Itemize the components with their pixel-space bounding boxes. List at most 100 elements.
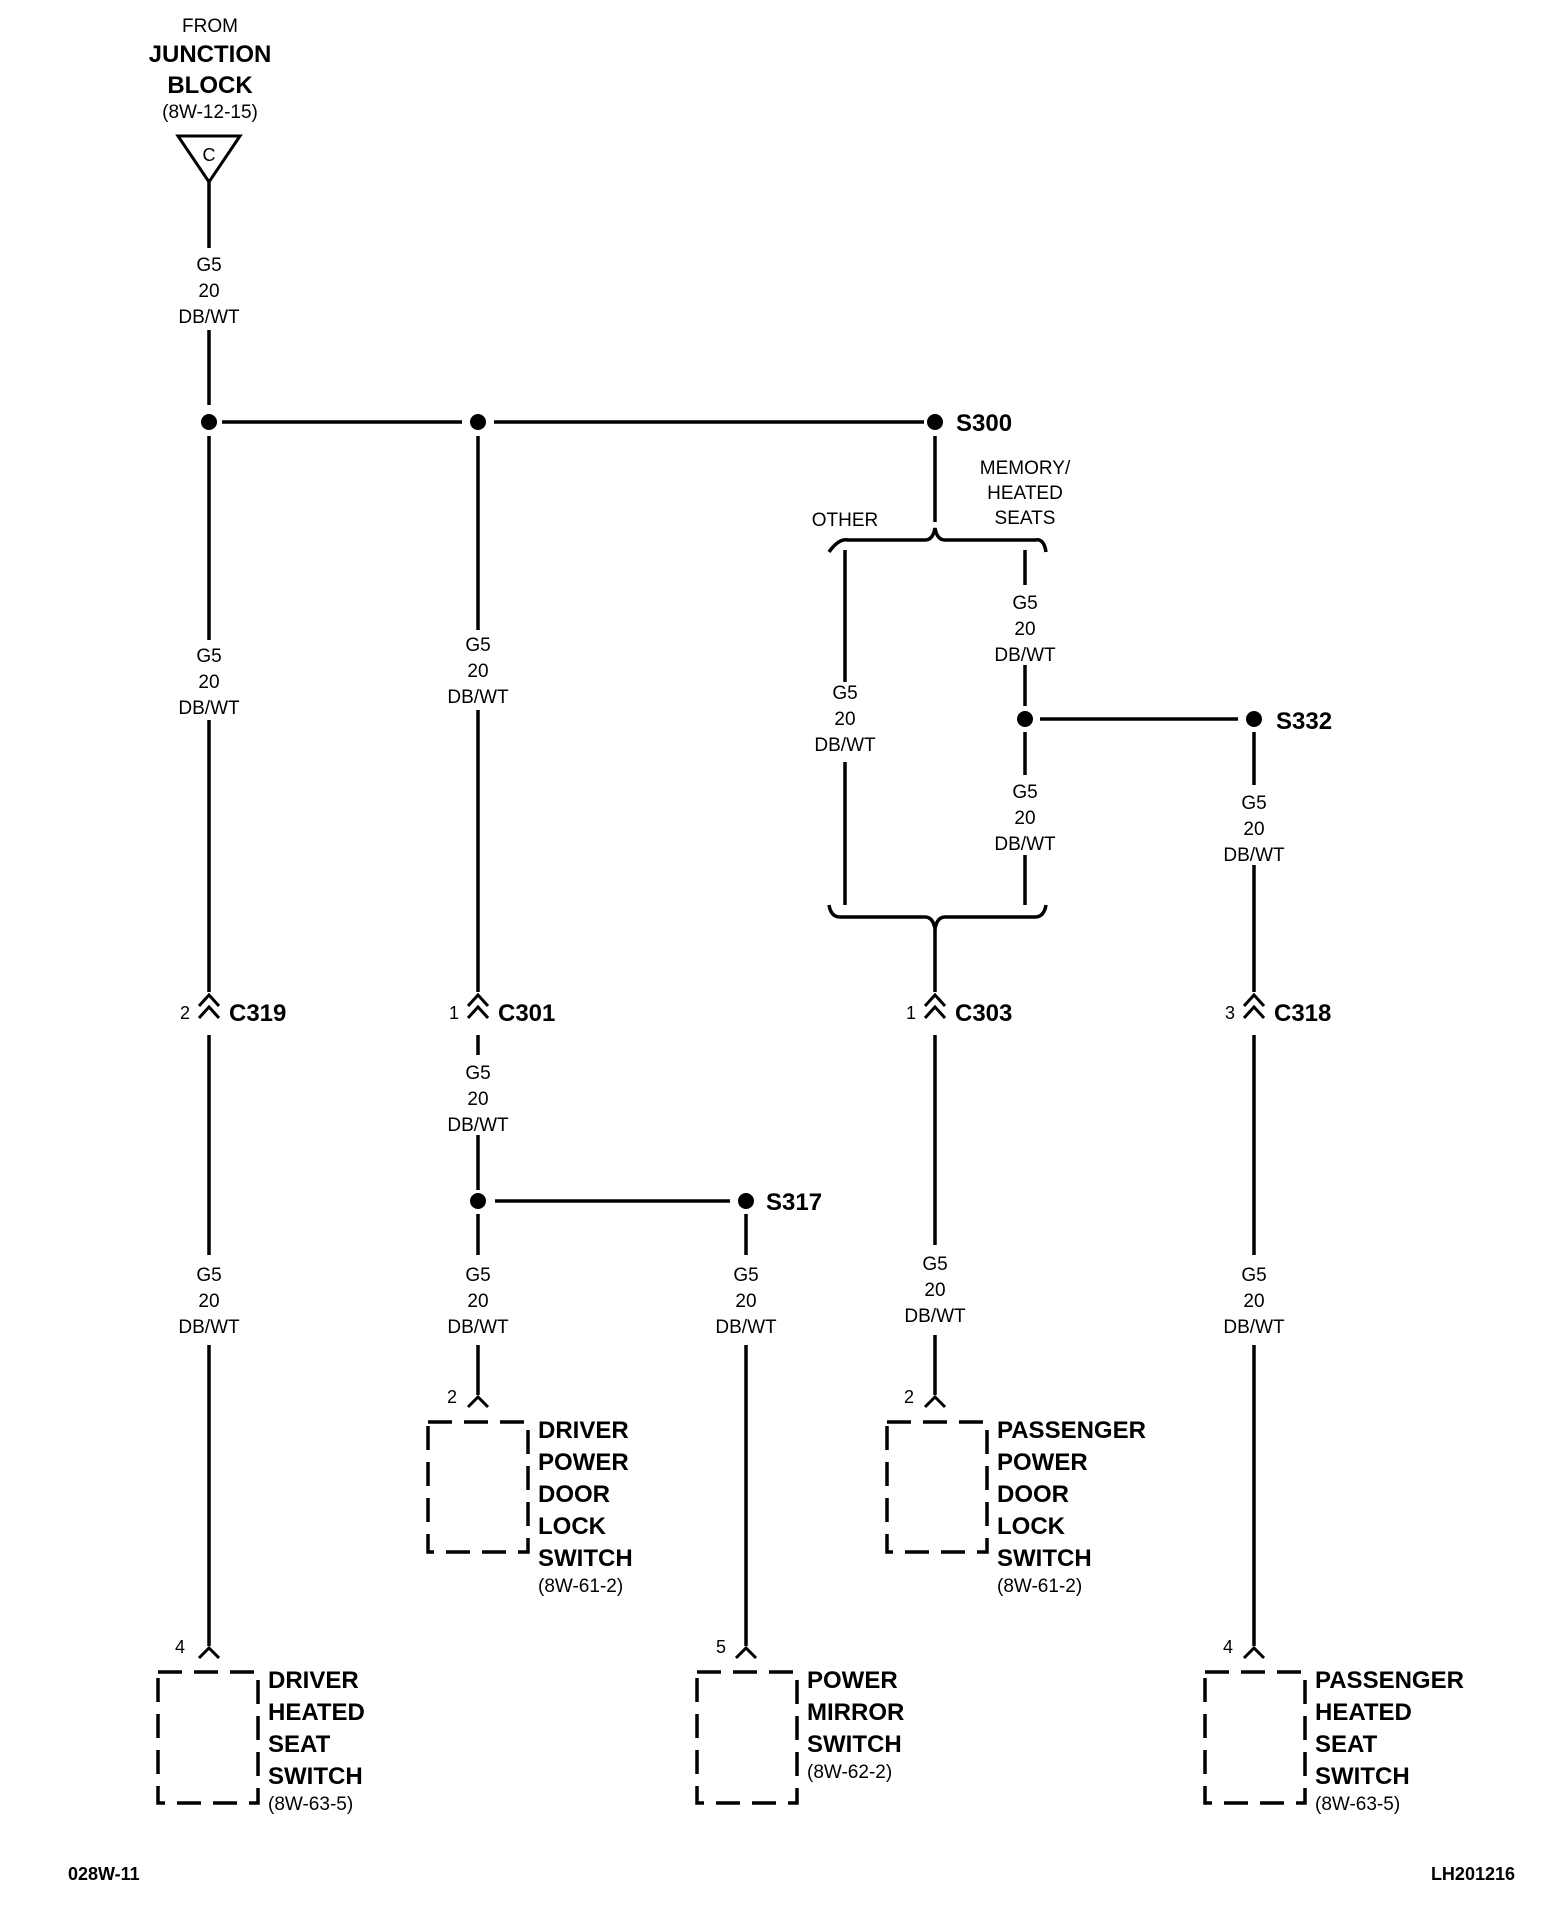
- svg-text:DB/WT: DB/WT: [814, 735, 876, 756]
- component-driver-heated-seat-switch: 4 DRIVER HEATED SEAT SWITCH (8W-63-5): [156, 1637, 365, 1815]
- svg-text:20: 20: [198, 281, 219, 302]
- svg-text:G5: G5: [465, 1063, 490, 1084]
- svg-text:20: 20: [198, 1291, 219, 1312]
- component-label-line: POWER: [807, 1667, 898, 1694]
- terminal-chevron-icon: [923, 1394, 947, 1409]
- component-driver-door-lock-switch: 2 DRIVER POWER DOOR LOCK SWITCH (8W-61-2…: [426, 1387, 633, 1597]
- component-ref: (8W-62-2): [807, 1762, 892, 1783]
- connector-label: C318: [1274, 1000, 1331, 1027]
- component-label-line: LOCK: [997, 1513, 1066, 1540]
- component-label-line: SWITCH: [1315, 1763, 1410, 1790]
- connector-chevron-icon: [923, 992, 947, 1020]
- source-ref: (8W-12-15): [162, 102, 258, 123]
- svg-text:20: 20: [1243, 819, 1264, 840]
- source-from: FROM: [182, 16, 238, 37]
- component-label-line: POWER: [538, 1449, 629, 1476]
- svg-text:20: 20: [924, 1280, 945, 1301]
- svg-text:20: 20: [735, 1291, 756, 1312]
- wire-label: G5 20 DB/WT: [1223, 793, 1285, 866]
- wire-label: G5 20 DB/WT: [447, 1063, 509, 1136]
- svg-text:G5: G5: [196, 255, 221, 276]
- wire-label: G5 20 DB/WT: [814, 683, 876, 756]
- component-label-line: SWITCH: [268, 1763, 363, 1790]
- svg-text:G5: G5: [832, 683, 857, 704]
- svg-text:DB/WT: DB/WT: [447, 1115, 509, 1136]
- footer-left-code: 028W-11: [68, 1864, 140, 1884]
- source-connector-symbol: [175, 134, 243, 185]
- svg-text:20: 20: [1014, 808, 1035, 829]
- component-passenger-heated-seat-switch: 4 PASSENGER HEATED SEAT SWITCH (8W-63-5): [1203, 1637, 1464, 1815]
- terminal-chevron-icon: [197, 1645, 221, 1660]
- connector-pin: 1: [906, 1003, 916, 1023]
- svg-text:DB/WT: DB/WT: [994, 834, 1056, 855]
- component-label-line: DOOR: [997, 1481, 1069, 1508]
- svg-text:G5: G5: [465, 635, 490, 656]
- svg-text:DB/WT: DB/WT: [178, 307, 240, 328]
- svg-text:20: 20: [1014, 619, 1035, 640]
- branch-label-memory-3: SEATS: [995, 508, 1056, 529]
- splice-dots: [201, 414, 1262, 1209]
- splice-dot-3: [1017, 711, 1033, 727]
- component-box: [885, 1420, 989, 1554]
- component-label-line: PASSENGER: [997, 1417, 1146, 1444]
- inline-connector-c301: 1 C301: [449, 992, 555, 1027]
- inline-connector-c319: 2 C319: [180, 992, 286, 1027]
- branch-label-other: OTHER: [812, 510, 879, 531]
- svg-text:G5: G5: [1241, 1265, 1266, 1286]
- inline-connector-c303: 1 C303: [906, 992, 1012, 1027]
- svg-text:DB/WT: DB/WT: [447, 687, 509, 708]
- component-label-line: SEAT: [268, 1731, 331, 1758]
- component-power-mirror-switch: 5 POWER MIRROR SWITCH (8W-62-2): [695, 1637, 904, 1805]
- branch-label-memory-2: HEATED: [987, 483, 1063, 504]
- svg-text:DB/WT: DB/WT: [1223, 845, 1285, 866]
- svg-text:DB/WT: DB/WT: [447, 1317, 509, 1338]
- wire-label: G5 20 DB/WT: [994, 782, 1056, 855]
- component-label-line: SEAT: [1315, 1731, 1378, 1758]
- component-pin: 2: [904, 1387, 914, 1407]
- wire-label: G5 20 DB/WT: [447, 635, 509, 708]
- svg-text:20: 20: [467, 661, 488, 682]
- component-pin: 4: [1223, 1637, 1233, 1657]
- wire-label: G5 20 DB/WT: [994, 593, 1056, 666]
- svg-text:G5: G5: [1012, 593, 1037, 614]
- svg-text:DB/WT: DB/WT: [178, 698, 240, 719]
- footer-right-code: LH201216: [1431, 1864, 1515, 1884]
- component-label-line: SWITCH: [997, 1545, 1092, 1572]
- svg-text:20: 20: [467, 1291, 488, 1312]
- component-box: [426, 1420, 530, 1554]
- source-connector-label: C: [203, 145, 216, 165]
- wires: [207, 182, 1256, 1646]
- svg-text:G5: G5: [465, 1265, 490, 1286]
- component-label-line: HEATED: [1315, 1699, 1412, 1726]
- wire-label: G5 20 DB/WT: [447, 1265, 509, 1338]
- connector-chevron-icon: [1242, 992, 1266, 1020]
- connector-label: C319: [229, 1000, 286, 1027]
- connector-chevron-icon: [197, 992, 221, 1020]
- connector-pin: 3: [1225, 1003, 1235, 1023]
- component-ref: (8W-61-2): [538, 1576, 623, 1597]
- svg-text:DB/WT: DB/WT: [904, 1306, 966, 1327]
- connector-label: C301: [498, 1000, 555, 1027]
- component-ref: (8W-63-5): [268, 1794, 353, 1815]
- component-label-line: HEATED: [268, 1699, 365, 1726]
- wire-label: G5 20 DB/WT: [178, 1265, 240, 1338]
- connector-chevron-icon: [466, 992, 490, 1020]
- connector-pin: 1: [449, 1003, 459, 1023]
- source-name-2: BLOCK: [167, 72, 253, 99]
- inline-connector-c318: 3 C318: [1225, 992, 1331, 1027]
- svg-text:G5: G5: [733, 1265, 758, 1286]
- brace-bottom: [827, 904, 1048, 930]
- svg-text:DB/WT: DB/WT: [178, 1317, 240, 1338]
- component-box: [1203, 1670, 1307, 1805]
- brace-top: [827, 527, 1048, 554]
- component-pin: 4: [175, 1637, 185, 1657]
- splice-label-s317: S317: [766, 1189, 822, 1216]
- splice-label-s332: S332: [1276, 708, 1332, 735]
- component-label-line: POWER: [997, 1449, 1088, 1476]
- component-label-line: LOCK: [538, 1513, 607, 1540]
- component-label-line: DOOR: [538, 1481, 610, 1508]
- branch-label-memory-1: MEMORY/: [980, 458, 1071, 479]
- splice-dot-1: [201, 414, 217, 430]
- component-box: [156, 1670, 260, 1805]
